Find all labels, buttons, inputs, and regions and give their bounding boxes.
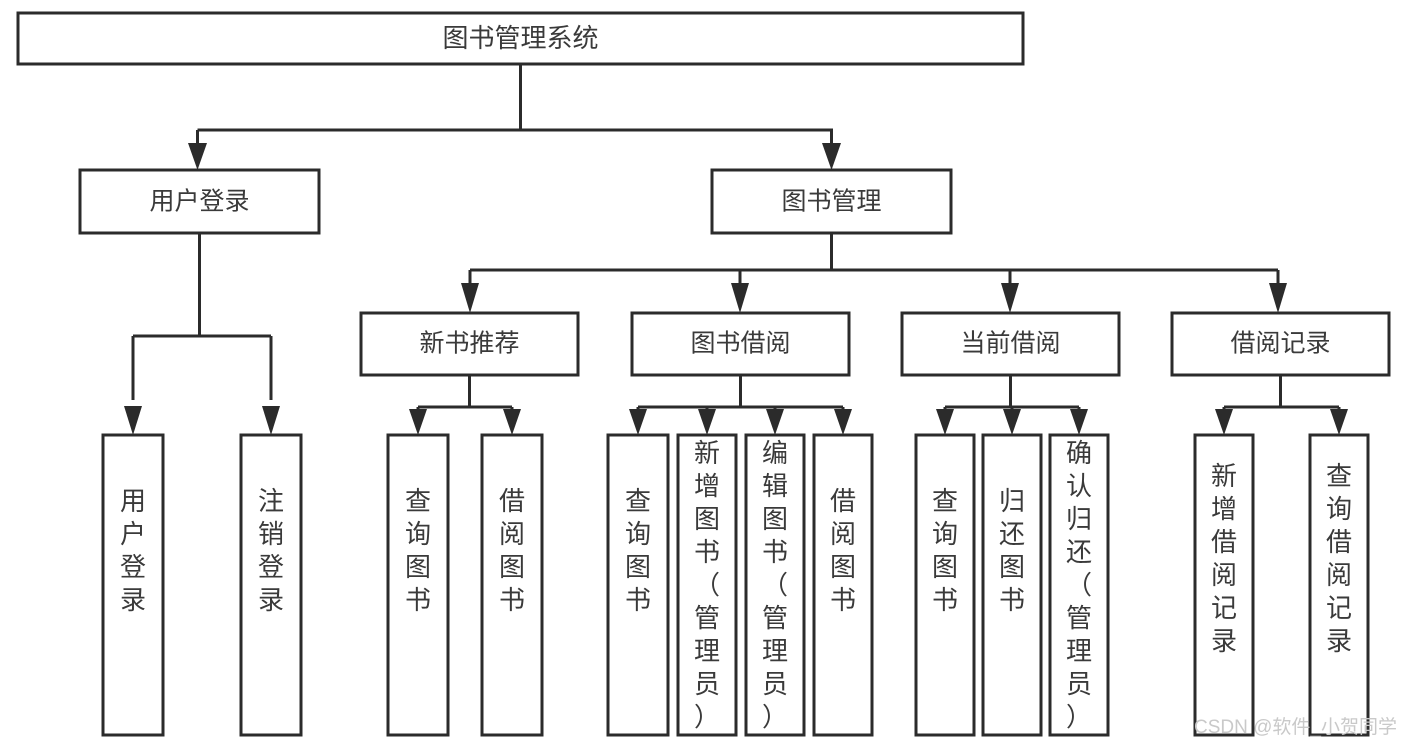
leaf-borrow-book-rec-label: 借阅图书 — [499, 486, 525, 615]
node-book-borrow[interactable]: 图书借阅 — [630, 311, 851, 377]
leaf-query-borrow-record-label: 查询借阅记录 — [1326, 461, 1352, 656]
leaf-query-book-current-label: 查询图书 — [932, 486, 958, 615]
leaf-return-book[interactable]: 归还图书 — [981, 433, 1043, 737]
leaf-user-login-box[interactable] — [101, 433, 165, 737]
node-user-login[interactable]: 用户登录 — [78, 168, 321, 235]
arrow-to-leaf-borrow-book-2 — [834, 409, 852, 435]
edge-userlogin-bus — [131, 233, 273, 400]
leaf-return-book-label: 归还图书 — [999, 486, 1025, 615]
leaf-borrow-book-rec[interactable]: 借阅图书 — [480, 433, 544, 737]
node-borrow-record[interactable]: 借阅记录 — [1170, 311, 1391, 377]
leaf-query-borrow-record-box[interactable] — [1308, 433, 1370, 737]
arrow-to-new-book-rec — [461, 283, 479, 313]
edge-bookmgmt-bus — [468, 233, 1280, 285]
edge-bookborrow-bus — [636, 375, 845, 415]
leaf-confirm-return-admin-label: 确认归还（管理员） — [1066, 438, 1092, 732]
arrow-to-borrow-record — [1269, 283, 1287, 313]
csdn-watermark: CSDN @软件_小贺同学 — [1194, 716, 1397, 738]
node-new-book-recommend-label: 新书推荐 — [419, 330, 519, 358]
node-new-book-recommend-box[interactable] — [359, 311, 580, 377]
node-book-borrow-label: 图书借阅 — [690, 330, 790, 358]
node-user-login-label: 用户登录 — [149, 188, 249, 216]
node-current-borrow-box[interactable] — [900, 311, 1121, 377]
leaf-borrow-book-borrow-box[interactable] — [812, 433, 874, 737]
arrow-to-leaf-borrow-book-1 — [503, 409, 521, 435]
leaf-add-borrow-record-label: 新增借阅记录 — [1211, 461, 1237, 656]
edge-newbookrec-bus — [416, 375, 514, 415]
leaf-confirm-return-admin[interactable]: 确认归还（管理员） — [1048, 433, 1110, 737]
leaf-add-book-admin-label: 新增图书（管理员） — [694, 438, 720, 732]
arrow-to-leaf-add-record — [1215, 409, 1233, 435]
leaf-query-book-rec-box[interactable] — [386, 433, 450, 737]
leaf-logout-label: 注销登录 — [258, 486, 284, 615]
node-root[interactable]: 图书管理系统 — [16, 11, 1025, 66]
leaf-user-login-label: 用户登录 — [120, 486, 146, 615]
leaf-query-book-rec-label: 查询图书 — [405, 486, 431, 615]
arrow-to-leaf-query-book-3 — [936, 409, 954, 435]
leaf-query-borrow-record[interactable]: 查询借阅记录 — [1308, 433, 1370, 737]
leaf-query-book-borrow-box[interactable] — [606, 433, 670, 737]
leaf-user-login[interactable]: 用户登录 — [101, 433, 165, 737]
node-book-management[interactable]: 图书管理 — [710, 168, 953, 235]
node-user-login-box[interactable] — [78, 168, 321, 235]
arrow-to-current-borrow — [1001, 283, 1019, 313]
arrow-to-leaf-query-book-2 — [629, 409, 647, 435]
leaf-add-borrow-record[interactable]: 新增借阅记录 — [1193, 433, 1255, 737]
arrow-to-leaf-query-record — [1330, 409, 1348, 435]
connector-layer — [124, 64, 1348, 435]
leaf-confirm-return-admin-box[interactable] — [1048, 433, 1110, 737]
node-book-borrow-box[interactable] — [630, 311, 851, 377]
leaf-borrow-book-borrow-label: 借阅图书 — [830, 486, 856, 615]
leaf-edit-book-admin-box[interactable] — [744, 433, 806, 737]
leaf-add-book-admin-box[interactable] — [676, 433, 738, 737]
arrow-to-leaf-add-book — [698, 409, 716, 435]
node-borrow-record-box[interactable] — [1170, 311, 1391, 377]
leaf-edit-book-admin[interactable]: 编辑图书（管理员） — [744, 433, 806, 737]
leaf-logout-box[interactable] — [239, 433, 303, 737]
edge-borrowrecord-bus — [1222, 375, 1341, 415]
leaf-query-book-borrow[interactable]: 查询图书 — [606, 433, 670, 737]
arrow-to-book-mgmt — [822, 143, 841, 170]
arrow-to-leaf-query-book-1 — [409, 409, 427, 435]
node-book-management-box[interactable] — [710, 168, 953, 235]
leaf-borrow-book-rec-box[interactable] — [480, 433, 544, 737]
leaf-return-book-box[interactable] — [981, 433, 1043, 737]
arrow-to-leaf-confirm-return — [1070, 409, 1088, 435]
node-new-book-recommend[interactable]: 新书推荐 — [359, 311, 580, 377]
arrow-to-book-borrow — [731, 283, 749, 313]
leaf-query-book-current-box[interactable] — [914, 433, 976, 737]
leaf-query-book-rec[interactable]: 查询图书 — [386, 433, 450, 737]
arrow-to-user-login — [188, 143, 207, 170]
node-root-box[interactable] — [16, 11, 1025, 66]
leaf-add-book-admin[interactable]: 新增图书（管理员） — [676, 433, 738, 737]
node-current-borrow-label: 当前借阅 — [960, 330, 1060, 358]
arrow-to-leaf-return-book — [1003, 409, 1021, 435]
leaf-query-book-current[interactable]: 查询图书 — [914, 433, 976, 737]
node-current-borrow[interactable]: 当前借阅 — [900, 311, 1121, 377]
node-book-management-label: 图书管理 — [781, 188, 881, 216]
leaf-query-book-borrow-label: 查询图书 — [625, 486, 651, 615]
arrow-to-leaf-edit-book — [766, 409, 784, 435]
leaf-edit-book-admin-label: 编辑图书（管理员） — [762, 438, 788, 732]
edge-root-bus — [196, 64, 833, 155]
node-root-label: 图书管理系统 — [442, 23, 598, 53]
leaf-logout[interactable]: 注销登录 — [239, 433, 303, 737]
arrow-to-leaf-logout — [262, 406, 280, 435]
leaf-add-borrow-record-box[interactable] — [1193, 433, 1255, 737]
leaf-borrow-book-borrow[interactable]: 借阅图书 — [812, 433, 874, 737]
arrow-to-leaf-user-login — [124, 406, 142, 435]
node-borrow-record-label: 借阅记录 — [1230, 330, 1330, 358]
